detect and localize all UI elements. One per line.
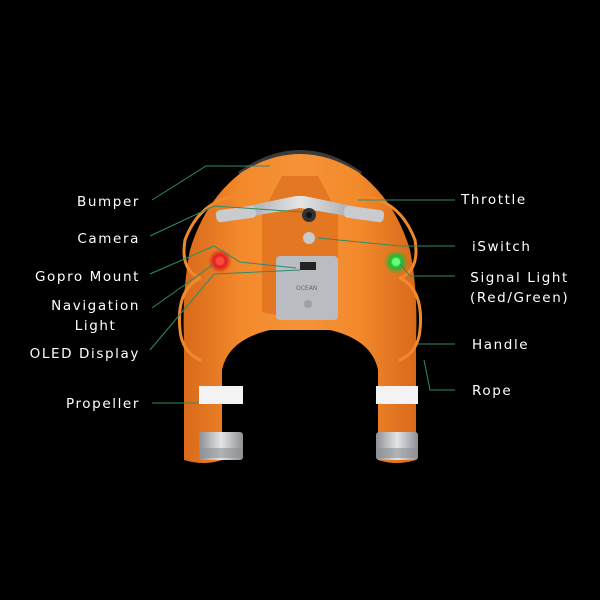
label-navigation-light: Navigation Light [51, 298, 140, 334]
leader-camera [149, 205, 303, 237]
label-oled-display: OLED Display [29, 346, 140, 362]
label-gopro-mount: Gopro Mount [34, 269, 140, 285]
red-light [216, 257, 224, 265]
leader-iswitch [317, 237, 455, 247]
left-white-band [199, 386, 243, 404]
oled-module [276, 256, 338, 320]
green-light [392, 258, 400, 266]
iswitch-button [303, 232, 315, 244]
leader-signal [399, 263, 455, 277]
leader-navigation [151, 263, 215, 309]
throttle-grip-left [215, 205, 257, 223]
label-throttle: Throttle [461, 192, 527, 208]
oled-text: OCEAN [296, 285, 317, 292]
leader-lines [149, 165, 455, 404]
oled-screen [300, 262, 316, 270]
label-camera: Camera [77, 231, 140, 247]
label-propeller: Propeller [65, 396, 140, 412]
leader-gopro [149, 245, 297, 275]
leader-oled [149, 269, 301, 351]
right-white-band [376, 386, 418, 404]
left-handle-rope [177, 194, 240, 362]
leader-bumper [151, 165, 270, 201]
label-signal-light: Signal Light (Red/Green) [470, 270, 570, 306]
label-rope: Rope [472, 383, 513, 399]
throttle-grip-right [343, 205, 385, 223]
label-bumper: Bumper [77, 194, 140, 210]
label-handle: Handle [472, 337, 530, 353]
bumper-shape [238, 150, 362, 178]
right-handle-rope [360, 194, 423, 362]
leader-rope [423, 359, 455, 391]
label-iswitch: iSwitch [472, 239, 532, 255]
